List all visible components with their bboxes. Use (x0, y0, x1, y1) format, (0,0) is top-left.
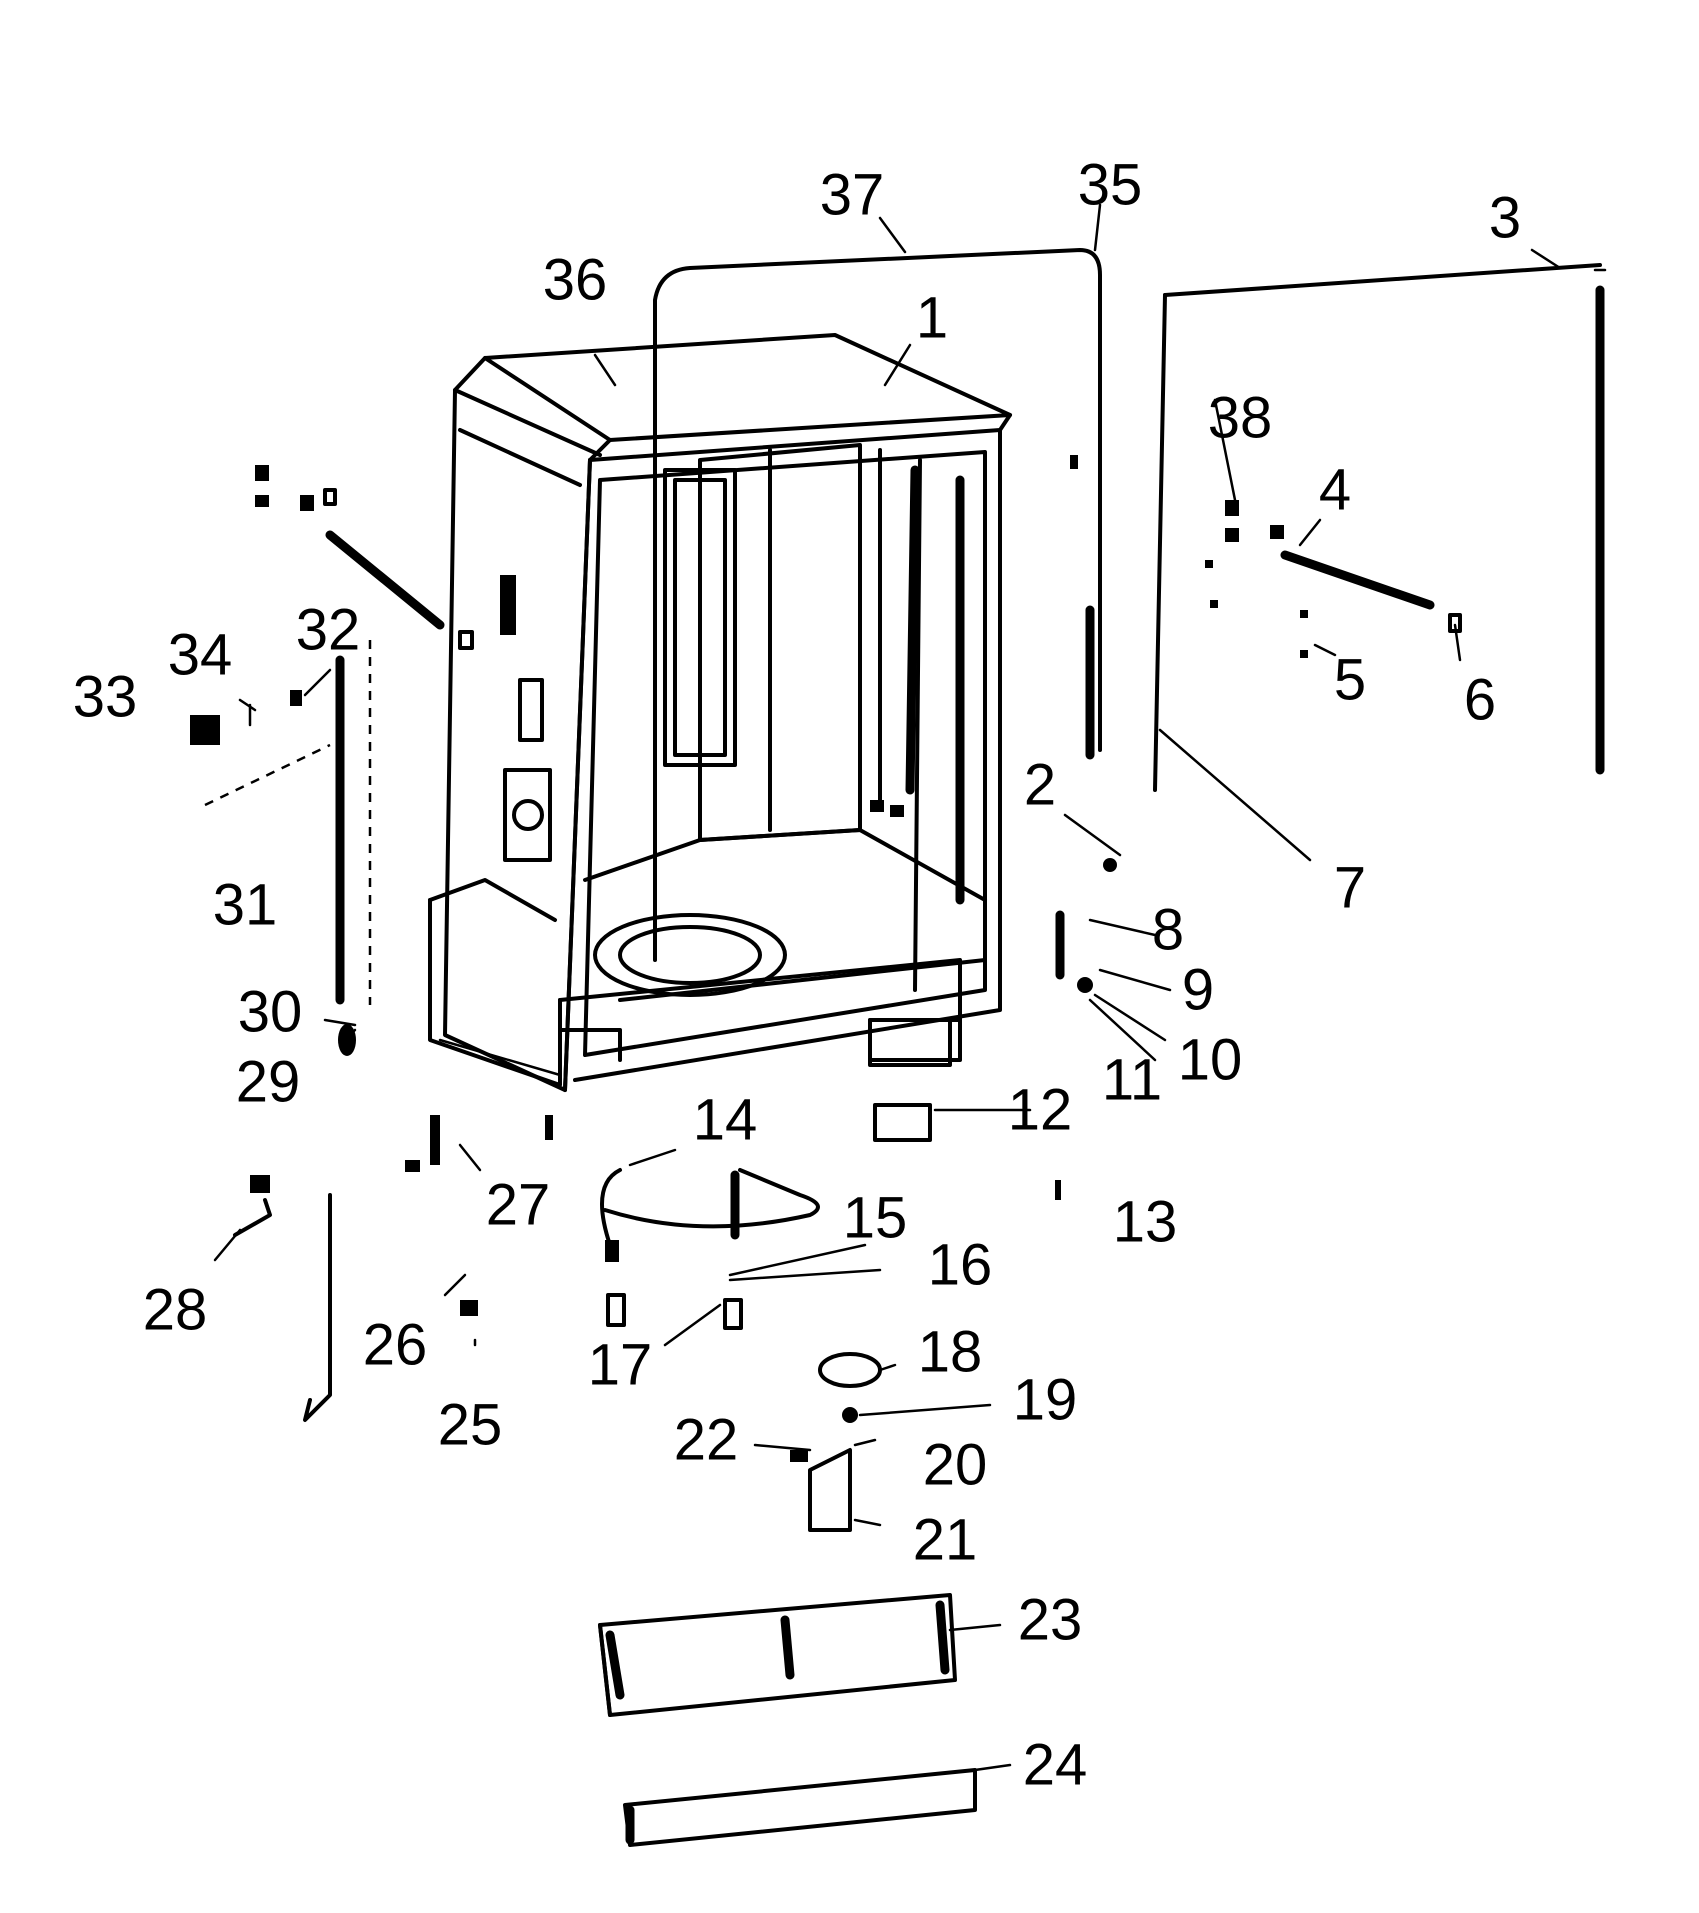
callout-38: 38 (1208, 386, 1273, 451)
callout-25: 25 (438, 1393, 503, 1458)
callout-15: 15 (843, 1186, 908, 1251)
callout-5: 5 (1334, 648, 1366, 713)
right-rail (1225, 500, 1462, 633)
callout-28: 28 (143, 1278, 208, 1343)
fill-hose (600, 1168, 820, 1330)
callout-2: 2 (1024, 753, 1056, 818)
callout-16: 16 (928, 1233, 993, 1298)
callout-24: 24 (1023, 1733, 1088, 1798)
callout-34: 34 (168, 623, 233, 688)
callout-32: 32 (296, 598, 361, 663)
small-parts (545, 455, 1308, 1200)
tub-assembly (428, 333, 1012, 1092)
callout-6: 6 (1464, 668, 1496, 733)
leader-lines (213, 203, 1562, 1772)
callout-36: 36 (543, 248, 608, 313)
callout-12: 12 (1008, 1078, 1073, 1143)
callout-7: 7 (1334, 856, 1366, 921)
callout-labels: 1 2 3 4 5 6 7 8 9 10 11 12 13 14 15 16 1… (73, 153, 1521, 1798)
toe-panel (598, 1593, 957, 1717)
callout-1: 1 (916, 286, 948, 351)
callout-30: 30 (238, 980, 303, 1045)
callout-3: 3 (1489, 186, 1521, 251)
callout-27: 27 (486, 1173, 551, 1238)
callout-14: 14 (693, 1088, 758, 1153)
left-rail (255, 465, 474, 650)
callout-37: 37 (820, 163, 885, 228)
callout-35: 35 (1078, 153, 1143, 218)
kick-plate (623, 1768, 977, 1847)
callout-20: 20 (923, 1433, 988, 1498)
door-gasket (653, 248, 1102, 962)
callout-19: 19 (1013, 1368, 1078, 1433)
callout-10: 10 (1178, 1028, 1243, 1093)
callout-8: 8 (1152, 898, 1184, 963)
callout-4: 4 (1319, 458, 1351, 523)
lower-left-parts (233, 1115, 478, 1422)
callout-26: 26 (363, 1313, 428, 1378)
callout-18: 18 (918, 1320, 983, 1385)
callout-23: 23 (1018, 1588, 1083, 1653)
callout-31: 31 (213, 873, 278, 938)
callout-17: 17 (588, 1333, 653, 1398)
callout-11: 11 (1102, 1048, 1162, 1113)
side-panel (1153, 263, 1607, 792)
callout-21: 21 (913, 1508, 978, 1573)
callout-33: 33 (73, 665, 138, 730)
callout-22: 22 (674, 1408, 739, 1473)
callout-13: 13 (1113, 1190, 1178, 1255)
callout-9: 9 (1182, 958, 1214, 1023)
callout-29: 29 (236, 1050, 301, 1115)
